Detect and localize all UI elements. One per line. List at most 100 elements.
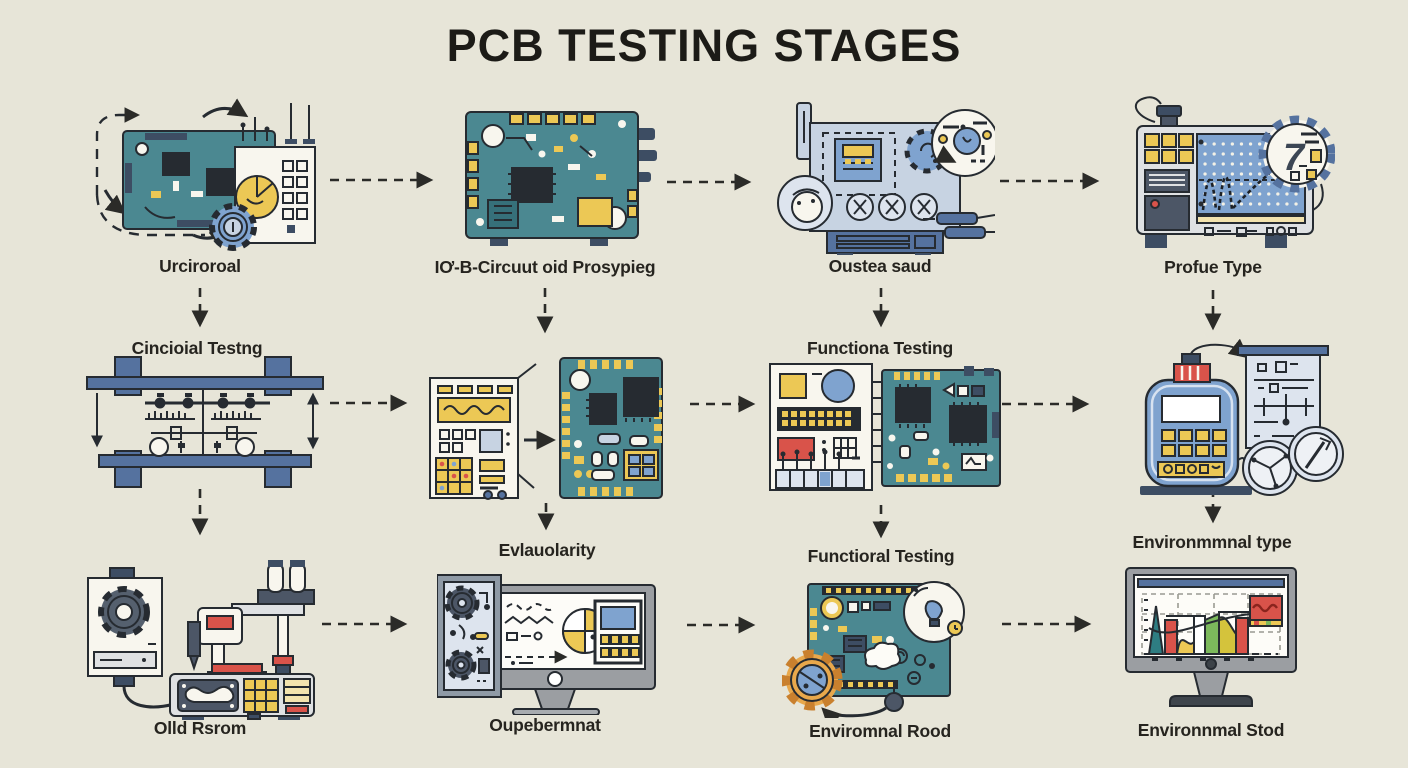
stage-label: Oustea saud [828,256,932,276]
schematic-icon [145,389,270,457]
dial-knobs-icon [846,193,938,221]
monitor-stand-icon [512,671,600,716]
red-bar-2 [1235,617,1249,655]
stage-label: Functioral Testing [807,546,955,566]
stage-inspection-instrument [775,95,999,260]
panel-to-pcb-illustration [429,357,663,500]
gear-sidebar-icon [436,574,502,698]
meter-keypad-icon [1161,429,1227,457]
power-plug-icon [821,686,904,728]
red-bar [1164,619,1178,655]
button-grid-icon [1144,133,1194,164]
stage-programming-station [428,352,666,509]
waveform-icon [443,405,505,415]
fixture-illustration [86,356,324,488]
control-strip-icon [1204,226,1297,237]
instrument-base-icon [826,230,944,255]
pcb-loop-illustration [95,98,316,251]
chart-monitor-illustration [1125,567,1297,707]
stage-bare-circuit-board [450,98,660,261]
keypad-icon [435,457,473,495]
stage-in-circuit-test-fixture [85,355,325,495]
power-cord-icon [1134,96,1162,123]
chart-icon [1141,593,1283,661]
led-matrix-icon [777,407,861,431]
diagram-title: PCB TESTING STAGES [446,20,962,71]
stage-oscilloscope-profile: 7 [1115,92,1336,265]
pcb-icon [881,366,1001,487]
gantry-icon [231,560,315,676]
stage-results-dashboard [1118,562,1303,722]
stage-incoming-pcb-process [85,95,320,260]
cycle-arrow-icon [202,98,249,119]
cable-icon [122,685,175,709]
stage-probe-test-machine [82,552,320,725]
white-bar [1193,615,1206,655]
io-panel-pcb-illustration [769,363,1001,491]
ic-chip-icon [586,393,617,425]
compass-dial-icon [1242,440,1298,496]
bulb-magnifier-icon [903,581,965,643]
meter-screen-icon [1161,395,1221,423]
handheld-meter-icon [1140,353,1252,495]
stage-label: Evlauolarity [498,540,596,560]
pcb-gear-bulb-illustration [781,581,965,728]
stage-label: Profue Type [1164,257,1262,277]
label-box-icon [961,453,987,471]
gear-badge-icon: 7 [1258,115,1336,211]
tool-dial-icon [1288,426,1344,482]
oscilloscope-illustration: 7 [1134,96,1336,248]
fixture-frame-icon [86,356,324,488]
screen-content [504,599,643,665]
small-ic-icon [487,199,519,229]
display-panel-icon [834,138,882,182]
keypad-icon [282,160,308,233]
ic-chip-icon [949,402,987,446]
stage-label: Cincioial Testng [131,338,263,358]
orange-gear-icon [781,649,843,711]
probe-cables-icon [923,212,996,239]
ic-chip-icon [508,167,556,203]
stage-label: Environmmnal type [1132,532,1292,552]
zigzag-waveform-icon [504,615,554,625]
stage-label: Environnmal Stod [1137,720,1285,740]
instrument-illustration [777,102,999,255]
stage-label: Enviromnal Rood [809,721,951,741]
probe-row-icon [775,449,865,489]
inset-panel-icon [593,599,643,665]
stage-label: IƠ-B-Circuut oid Prosypieg [434,257,656,277]
machine-base-icon [169,673,315,720]
stage-label: Olld Rsrom [153,718,247,738]
symbol-strip-icon [1157,461,1225,478]
gear-unit-icon [87,567,175,709]
pcb-icon [559,357,663,499]
monitor-stand-icon [1169,658,1253,707]
stage-analysis-workstation [436,563,665,720]
pattern-panel-icon [177,679,239,712]
gear-icon [209,203,257,251]
stage-multimeter-verification [1118,338,1346,503]
vent-icon [1144,169,1190,193]
probe-head-icon [187,607,243,681]
control-panel-icon [429,377,519,500]
large-ic-chip-icon [623,377,659,422]
badge-number: 7 [1283,137,1306,179]
side-panel-icon [1144,195,1190,231]
pcb-board-illustration [465,111,657,246]
stage-label: Oupebermnat [489,715,601,735]
red-inset-icon [1249,595,1283,627]
stage-label: Urciroroal [159,256,241,276]
io-panel-icon [769,363,873,491]
triangle-mark-icon [942,382,955,398]
gauge-icon [777,175,833,231]
stage-functional-test-rig [768,362,1003,499]
pcb-icon [465,111,657,246]
ic-chip-icon [895,384,931,428]
lined-panel-icon [283,678,311,704]
probe-machine-illustration [87,560,315,720]
monitor-analysis-illustration [436,574,656,716]
edge-connector-icon [872,381,882,463]
multimeter-illustration [1140,338,1344,496]
dashed-flow-arrows [191,171,1222,634]
